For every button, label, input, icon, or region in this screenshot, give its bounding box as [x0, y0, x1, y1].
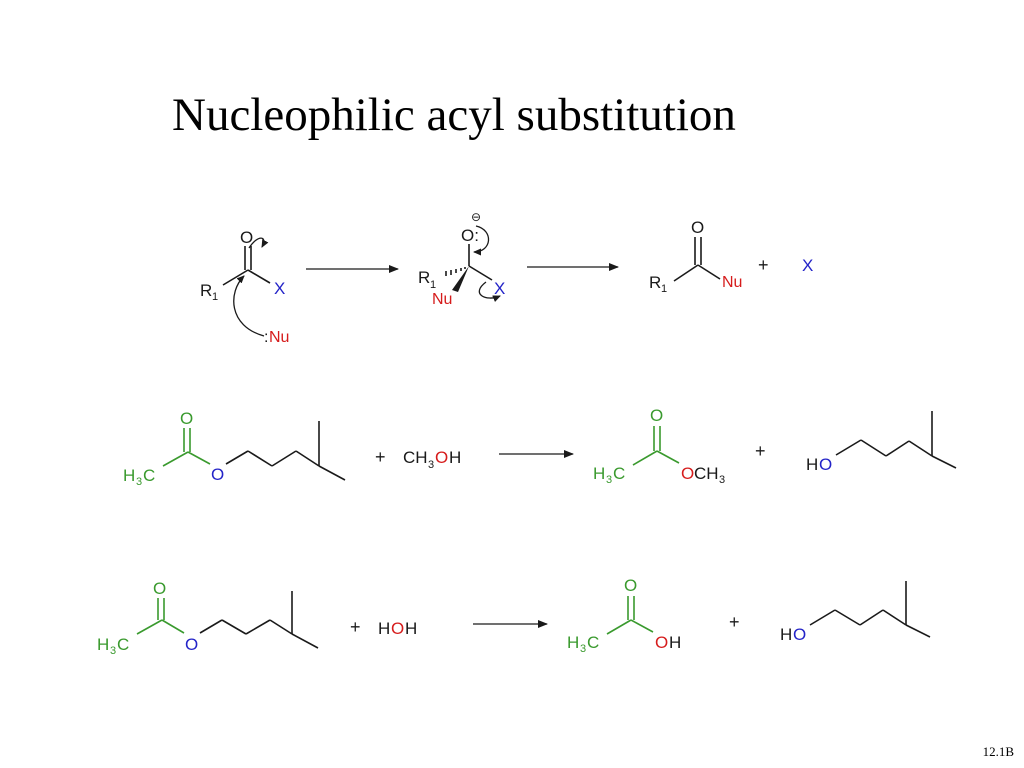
c-x-bond: [468, 265, 493, 281]
leaving-group-curved-arrow: [478, 281, 501, 302]
hydroxyl-oxygen-label: O: [793, 625, 806, 644]
nucleophile-attack-curved-arrow: [233, 275, 265, 337]
methanol-subscript: 3: [428, 459, 434, 471]
hashed-wedge-bond: [445, 267, 466, 276]
r1-carbon-bond: [222, 269, 249, 286]
leaving-group-x-label: X: [494, 279, 505, 298]
r1-label: R: [649, 273, 661, 292]
nucleophile-label: Nu: [432, 291, 452, 308]
nucleophile-label: Nu: [722, 274, 742, 291]
reaction-2-reactant: O H 3 C O: [97, 579, 319, 657]
oxyanion-label: O:: [461, 226, 479, 245]
r1-subscript: 1: [661, 283, 667, 295]
plus-sign: +: [758, 255, 769, 275]
acetic-acid: O H 3 C O H: [567, 576, 681, 655]
hydroxyl-h-label: H: [806, 455, 818, 474]
methyl-c-label: C: [117, 635, 129, 654]
carbonyl-oxygen-label: O: [180, 409, 193, 428]
slide-number: 12.1B: [982, 744, 1014, 759]
hydroxyl-h-label: H: [780, 625, 792, 644]
r1-subscript: 1: [212, 291, 218, 303]
methyl-h-label: H: [123, 466, 135, 485]
methoxy-ch-label: CH: [694, 464, 719, 483]
r1-subscript: 1: [430, 279, 436, 291]
carbonyl-oxygen-label: O: [240, 228, 253, 247]
methyl-subscript: 3: [606, 474, 612, 486]
mechanism-product: O R 1 Nu + X: [649, 218, 813, 295]
plus-sign: +: [350, 617, 361, 637]
methyl-c-label: C: [143, 466, 155, 485]
leaving-group-x-label: X: [802, 256, 813, 275]
hydroxyl-h-label: H: [669, 633, 681, 652]
nucleophile-label: Nu: [269, 329, 289, 346]
water-h2-label: H: [405, 619, 417, 638]
isoamyl-alcohol: H O: [806, 411, 957, 474]
carbonyl-oxygen-label: O: [691, 218, 704, 237]
water-h1-label: H: [378, 619, 390, 638]
methanol-oxygen-label: O: [435, 448, 448, 467]
nucleophile-lone-pair: :: [264, 329, 268, 346]
methoxy-subscript: 3: [719, 474, 725, 486]
methyl-h-label: H: [567, 633, 579, 652]
reform-carbonyl-curved-arrow: [473, 225, 490, 256]
methyl-h-label: H: [593, 464, 605, 483]
r1-carbon-bond: [673, 264, 699, 282]
methyl-subscript: 3: [580, 643, 586, 655]
negative-charge-icon: ⊖: [471, 210, 481, 224]
water-oxygen-label: O: [391, 619, 404, 638]
tetrahedral-intermediate: O: ⊖ R 1 Nu X: [418, 210, 505, 308]
hydroxyl-oxygen-label: O: [819, 455, 832, 474]
methyl-subscript: 3: [110, 645, 116, 657]
methanol: CH 3 O H: [403, 448, 461, 471]
solid-wedge-bond: [452, 266, 469, 292]
carbon-nu-bond: [697, 264, 721, 280]
carbonyl-oxygen-label: O: [650, 406, 663, 425]
isoamyl-alcohol: H O: [780, 581, 931, 644]
ester-oxygen-label: O: [185, 635, 198, 654]
leaving-group-x-label: X: [274, 279, 285, 298]
methyl-h-label: H: [97, 635, 109, 654]
carbonyl-oxygen-label: O: [153, 579, 166, 598]
pi-bond-curved-arrow: [248, 237, 269, 249]
mechanism-reactant: O R 1 X : Nu: [200, 228, 289, 346]
methyl-acetate: O H 3 C O CH 3: [593, 406, 725, 486]
plus-sign: +: [375, 447, 386, 467]
carbon-x-bond: [247, 269, 271, 284]
methanol-ch-label: CH: [403, 448, 428, 467]
plus-sign: +: [755, 441, 766, 461]
plus-sign: +: [729, 612, 740, 632]
r1-label: R: [200, 281, 212, 300]
reaction-1-reactant: O H 3 C O: [123, 409, 346, 488]
ester-oxygen-label: O: [211, 465, 224, 484]
methyl-c-label: C: [587, 633, 599, 652]
methanol-h-label: H: [449, 448, 461, 467]
water: H O H: [378, 619, 417, 638]
ester-oxygen-label: O: [681, 464, 694, 483]
hydroxyl-oxygen-label: O: [655, 633, 668, 652]
methyl-c-label: C: [613, 464, 625, 483]
carbonyl-oxygen-label: O: [624, 576, 637, 595]
r1-label: R: [418, 268, 430, 287]
slide-title: Nucleophilic acyl substitution: [172, 89, 736, 141]
methyl-subscript: 3: [136, 476, 142, 488]
